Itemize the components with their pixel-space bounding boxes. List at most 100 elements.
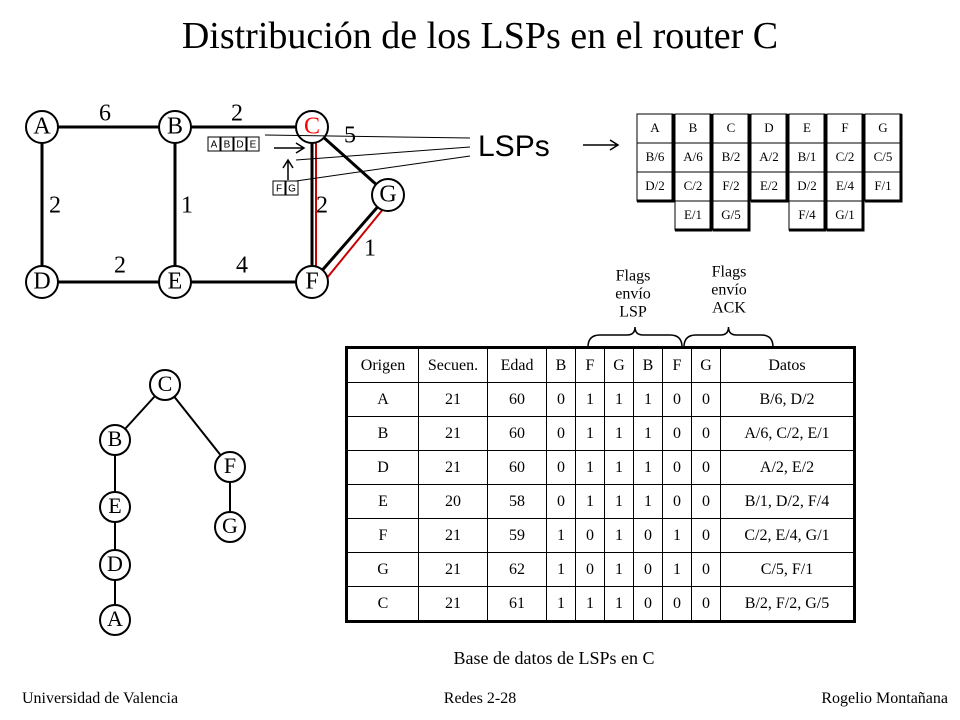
table-cell: A/6, C/2, E/1 bbox=[720, 416, 855, 451]
tree-node-e: E bbox=[99, 491, 131, 523]
table-cell: 0 bbox=[546, 484, 576, 519]
table-cell: B/2, F/2, G/5 bbox=[720, 586, 855, 622]
footer-university: Universidad de Valencia bbox=[22, 690, 179, 707]
tree-node-f: F bbox=[214, 451, 246, 483]
svg-text:ACK: ACK bbox=[712, 300, 746, 317]
table-cell: 59 bbox=[487, 518, 547, 553]
table-cell: 1 bbox=[575, 586, 605, 622]
svg-text:B: B bbox=[108, 426, 123, 451]
svg-text:G: G bbox=[379, 182, 396, 208]
svg-text:B/6: B/6 bbox=[646, 149, 665, 164]
svg-text:B/2: B/2 bbox=[722, 149, 741, 164]
table-cell: 0 bbox=[662, 416, 692, 451]
lsp-packet-e: EB/1D/2F/4 bbox=[788, 113, 827, 232]
table-cell: 60 bbox=[487, 416, 547, 451]
table-cell: 0 bbox=[575, 552, 605, 587]
lsp-packet-f: FC/2E/4G/1 bbox=[826, 113, 865, 232]
brace-flags-ack bbox=[683, 326, 774, 348]
svg-text:D: D bbox=[33, 269, 50, 295]
router-node-e: E bbox=[158, 265, 192, 299]
table-cell: 0 bbox=[691, 382, 721, 417]
router-node-b: B bbox=[158, 110, 192, 144]
table-cell: 1 bbox=[546, 552, 576, 587]
table-cell: 21 bbox=[418, 586, 488, 622]
lsp-packet-c: CB/2F/2G/5 bbox=[712, 113, 751, 232]
table-cell: 1 bbox=[604, 518, 634, 553]
table-cell: 0 bbox=[691, 416, 721, 451]
link-f-g bbox=[310, 194, 390, 283]
table-cell: C/2, E/4, G/1 bbox=[720, 518, 855, 553]
svg-text:G: G bbox=[878, 120, 887, 135]
table-cell: 0 bbox=[546, 450, 576, 485]
svg-text:E/4: E/4 bbox=[836, 178, 855, 193]
arrow-right-icon bbox=[583, 139, 620, 151]
svg-text:A: A bbox=[33, 114, 51, 140]
lsp-packet-d: DA/2E/2 bbox=[750, 113, 789, 203]
table-cell: 1 bbox=[633, 382, 663, 417]
table-cell: 1 bbox=[662, 518, 692, 553]
column-header: Datos bbox=[720, 347, 855, 383]
column-header: Origen bbox=[346, 347, 419, 383]
footer-slide-number: Redes 2-28 bbox=[443, 690, 517, 707]
svg-text:Flags: Flags bbox=[616, 268, 651, 285]
link-cost-c-f: 2 bbox=[316, 193, 328, 219]
table-cell: 21 bbox=[418, 450, 488, 485]
link-cost-c-g: 5 bbox=[344, 123, 356, 149]
link-cost-b-e: 1 bbox=[181, 193, 193, 219]
slide-title: Distribución de los LSPs en el router C bbox=[181, 15, 779, 57]
svg-text:C/2: C/2 bbox=[836, 149, 855, 164]
svg-text:C/5: C/5 bbox=[874, 149, 893, 164]
table-cell: 0 bbox=[662, 382, 692, 417]
table-cell: 1 bbox=[604, 450, 634, 485]
link-cost-f-g: 1 bbox=[364, 236, 376, 262]
svg-text:envío: envío bbox=[615, 286, 651, 303]
svg-text:B: B bbox=[167, 114, 183, 140]
table-cell: 0 bbox=[662, 586, 692, 622]
svg-text:D: D bbox=[107, 551, 123, 576]
svg-text:Flags: Flags bbox=[712, 264, 747, 281]
column-header: B bbox=[546, 347, 576, 383]
table-cell: B/6, D/2 bbox=[720, 382, 855, 417]
table-cell: G bbox=[346, 552, 419, 587]
svg-text:F: F bbox=[305, 269, 318, 295]
table-cell: 1 bbox=[575, 416, 605, 451]
lsps-label: LSPs bbox=[478, 130, 550, 163]
svg-text:G: G bbox=[288, 184, 296, 195]
lsp-packet-b: BA/6C/2E/1 bbox=[674, 113, 713, 232]
svg-text:B: B bbox=[689, 120, 698, 135]
table-cell: 0 bbox=[575, 518, 605, 553]
lsp-flow-g-f bbox=[321, 207, 385, 285]
table-cell: 0 bbox=[633, 552, 663, 587]
arrow-icon bbox=[274, 142, 306, 154]
table-caption: Base de datos de LSPs en C bbox=[453, 648, 655, 668]
svg-text:C: C bbox=[304, 114, 320, 140]
svg-text:G/5: G/5 bbox=[721, 207, 741, 222]
link-cost-e-f: 4 bbox=[236, 253, 248, 279]
svg-text:B: B bbox=[224, 140, 231, 151]
table-cell: B bbox=[346, 416, 419, 451]
link-cost-a-d: 2 bbox=[49, 193, 61, 219]
svg-text:envío: envío bbox=[711, 282, 747, 299]
link-cost-d-e: 2 bbox=[114, 253, 126, 279]
table-cell: B/1, D/2, F/4 bbox=[720, 484, 855, 519]
column-header: B bbox=[633, 347, 663, 383]
table-cell: 1 bbox=[546, 518, 576, 553]
table-cell: A bbox=[346, 382, 419, 417]
column-header: G bbox=[604, 347, 634, 383]
svg-text:F/2: F/2 bbox=[722, 178, 739, 193]
svg-text:D: D bbox=[764, 120, 773, 135]
table-cell: 62 bbox=[487, 552, 547, 587]
lsp-packet-g: GC/5F/1 bbox=[864, 113, 903, 203]
table-cell: 1 bbox=[604, 586, 634, 622]
router-node-c: C bbox=[295, 110, 329, 144]
lsp-pointer-line bbox=[295, 155, 471, 182]
table-cell: 1 bbox=[633, 484, 663, 519]
link-cost-a-b: 6 bbox=[99, 101, 111, 127]
